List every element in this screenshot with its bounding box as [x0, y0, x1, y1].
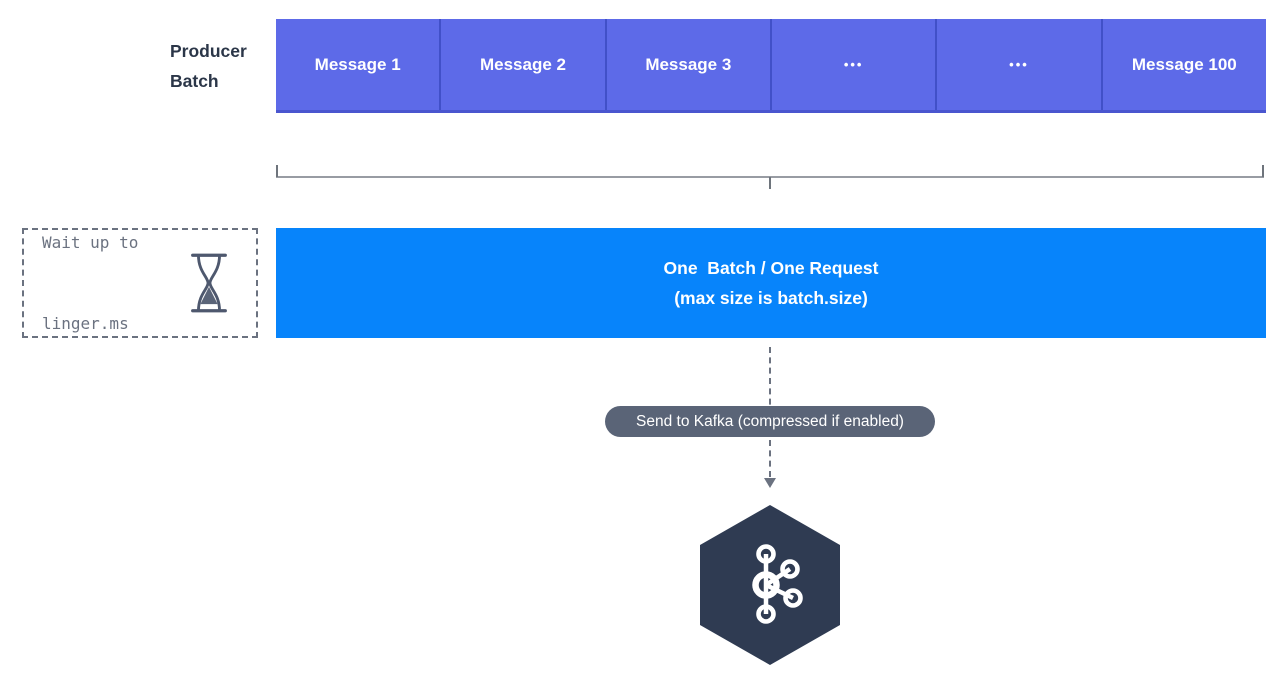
message-cell-1: Message 1	[276, 19, 440, 110]
send-to-kafka-pill: Send to Kafka (compressed if enabled)	[605, 406, 935, 437]
linger-wait-box: Wait up to linger.ms	[22, 228, 258, 338]
kafka-logo-icon	[752, 544, 803, 624]
span-bracket-left-tick	[276, 165, 278, 177]
request-bar-line1: One Batch / One Request	[663, 258, 879, 278]
arrow-down-icon	[764, 478, 776, 488]
span-bracket-right-tick	[1262, 165, 1264, 177]
message-cell-100: Message 100	[1100, 19, 1266, 110]
hourglass-icon	[191, 253, 227, 313]
linger-wait-line1: Wait up to	[42, 233, 139, 252]
message-cell-2: Message 2	[439, 19, 605, 110]
span-bracket-center-tick	[769, 177, 771, 189]
linger-wait-text: Wait up to linger.ms	[42, 175, 138, 391]
linger-wait-line2: linger.ms	[42, 314, 129, 333]
message-batch-strip: Message 1 Message 2 Message 3 ••• ••• Me…	[276, 19, 1266, 113]
request-bar-line2: (max size is batch.size)	[674, 288, 868, 308]
message-cell-3: Message 3	[604, 19, 770, 110]
one-batch-request-bar: One Batch / One Request (max size is bat…	[276, 228, 1266, 338]
producer-batch-label: Producer Batch	[170, 41, 247, 91]
message-cell-ellipsis-2: •••	[935, 19, 1101, 110]
message-cell-ellipsis-1: •••	[769, 19, 936, 110]
